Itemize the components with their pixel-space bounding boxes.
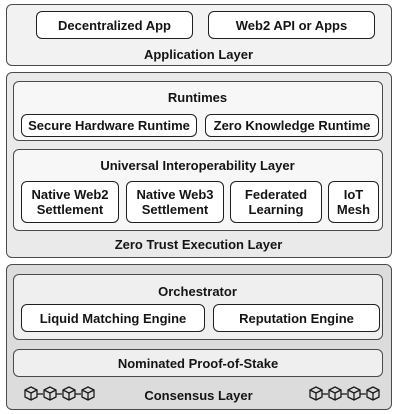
liquid-matching-engine-box: Liquid Matching Engine (21, 304, 205, 332)
blockchain-cubes-icon-right (309, 386, 380, 401)
orchestrator-group: Orchestrator Liquid Matching Engine Repu… (13, 274, 383, 340)
federated-learning-box: Federated Learning (230, 181, 322, 223)
web2-api-box: Web2 API or Apps (208, 11, 375, 39)
reputation-engine-box: Reputation Engine (213, 304, 380, 332)
npos-label: Nominated Proof-of-Stake (117, 355, 279, 371)
runtimes-group: Runtimes Secure Hardware Runtime Zero Kn… (13, 81, 383, 141)
zero-trust-layer-title: Zero Trust Execution Layer (114, 237, 283, 252)
zero-trust-execution-layer: Runtimes Secure Hardware Runtime Zero Kn… (6, 72, 392, 258)
iot-mesh-box: IoT Mesh (328, 181, 379, 223)
consensus-layer: Orchestrator Liquid Matching Engine Repu… (6, 264, 392, 410)
interoperability-title: Universal Interoperability Layer (100, 158, 295, 173)
decentralized-app-box: Decentralized App (36, 11, 193, 39)
blockchain-cubes-icon-left (24, 386, 95, 401)
application-layer: Decentralized App Web2 API or Apps Appli… (6, 4, 392, 66)
consensus-layer-title: Consensus Layer (144, 388, 253, 403)
orchestrator-title: Orchestrator (158, 284, 237, 299)
native-web2-settlement-box: Native Web2 Settlement (21, 181, 119, 223)
secure-hardware-runtime-box: Secure Hardware Runtime (21, 114, 197, 137)
application-layer-title: Application Layer (143, 47, 254, 62)
zero-knowledge-runtime-box: Zero Knowledge Runtime (205, 114, 379, 137)
universal-interoperability-group: Universal Interoperability Layer Native … (13, 149, 383, 231)
nominated-proof-of-stake-box: Nominated Proof-of-Stake (13, 349, 383, 377)
native-web3-settlement-box: Native Web3 Settlement (126, 181, 224, 223)
runtimes-title: Runtimes (167, 90, 228, 105)
